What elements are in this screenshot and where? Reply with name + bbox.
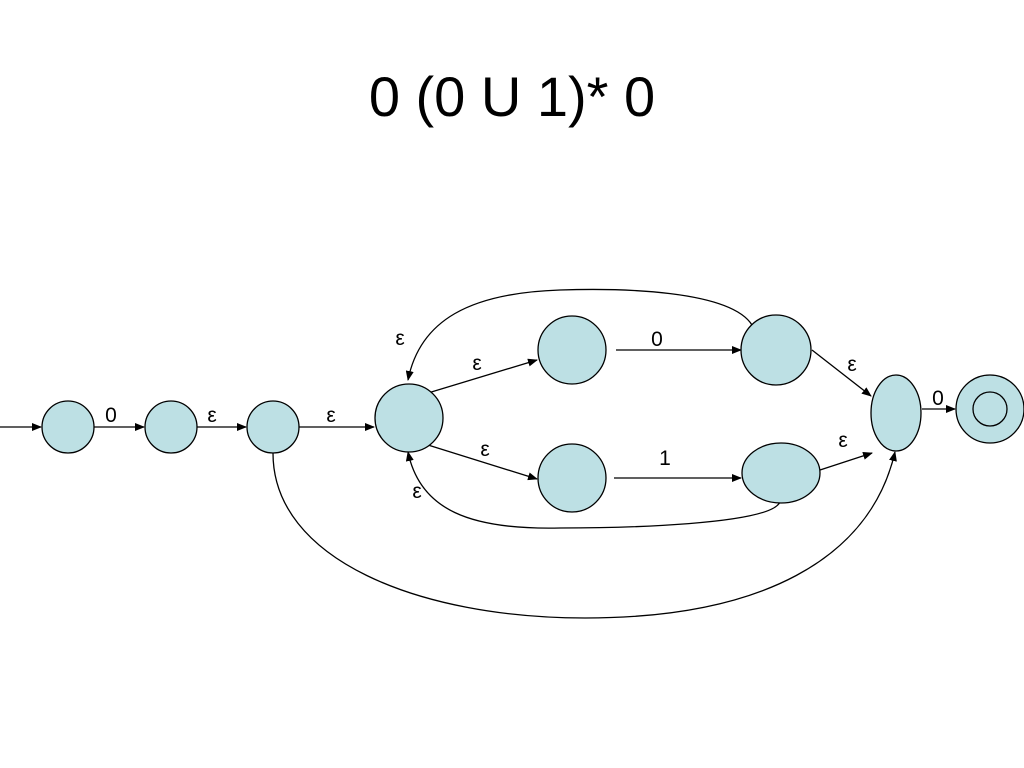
- label-q7-q8: ε: [838, 429, 847, 452]
- edge-q7-q3-loop: [405, 451, 781, 529]
- label-q4-q5: 0: [651, 328, 663, 351]
- edge-q3-q6: [427, 444, 538, 481]
- state-q1: [144, 400, 198, 454]
- state-q6: [537, 443, 607, 513]
- label-q8-q9: 0: [932, 387, 944, 410]
- state-q7: [741, 442, 821, 504]
- state-q0: [41, 400, 95, 454]
- label-q5-q8: ε: [847, 353, 856, 376]
- state-q2: [246, 400, 300, 454]
- edge-q5-q8: [811, 349, 872, 397]
- states: [41, 314, 1024, 513]
- state-q4: [537, 315, 607, 385]
- label-q3-q6: ε: [480, 438, 489, 461]
- edge-q7-q8: [819, 451, 873, 471]
- slide-title: 0 (0 U 1)* 0: [368, 65, 656, 128]
- label-q0-q1: 0: [105, 404, 117, 427]
- label-q3-q4: ε: [472, 352, 481, 375]
- label-q1-q2: ε: [207, 404, 216, 427]
- state-q3: [374, 383, 444, 453]
- state-q9-accept-inner: [972, 391, 1008, 427]
- label-q7-q3: ε: [412, 480, 421, 503]
- state-q5: [740, 314, 812, 386]
- edge-q2-q8-bypass: [272, 451, 897, 619]
- edge-q5-q3-loop: [405, 288, 753, 381]
- label-q5-q3: ε: [395, 327, 404, 350]
- edge-q3-q4: [427, 358, 538, 394]
- label-q6-q7: 1: [659, 447, 671, 470]
- state-q8: [870, 374, 922, 452]
- edges: [0, 288, 956, 619]
- edge-labels: 0 ε ε ε 0 ε ε 1 ε ε ε 0: [105, 327, 944, 503]
- label-q2-q3: ε: [326, 404, 335, 427]
